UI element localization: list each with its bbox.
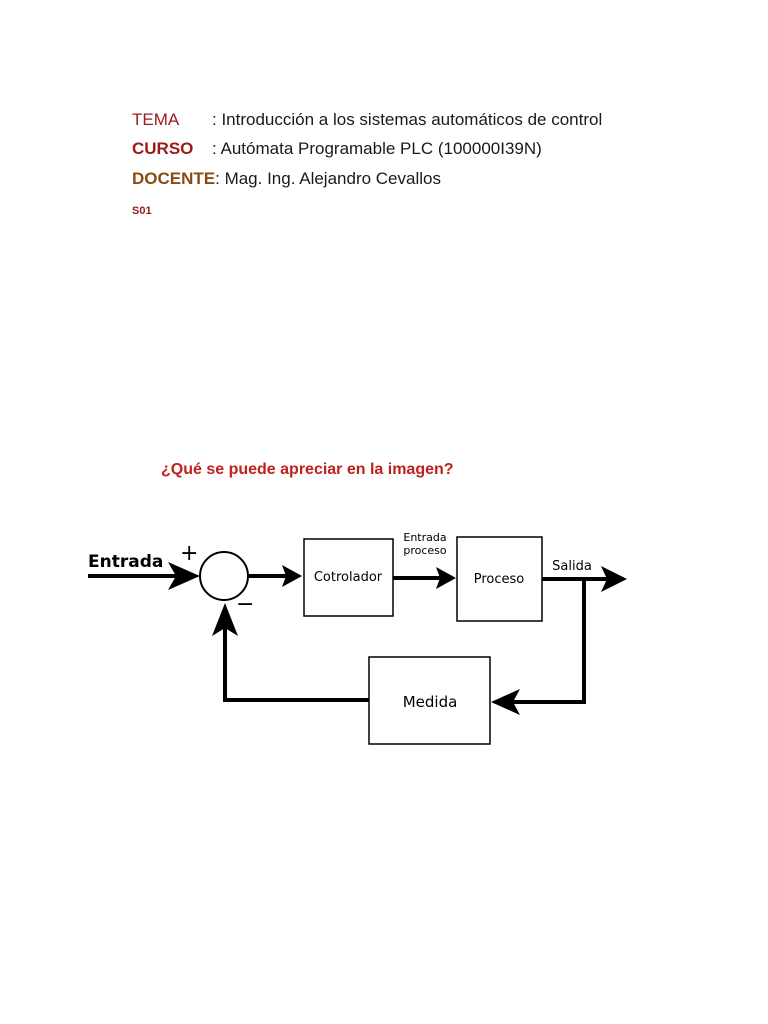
tema-value: : Introducción a los sistemas automático… <box>212 110 603 129</box>
process-block <box>456 536 543 622</box>
output-arrow <box>542 566 627 592</box>
feedback-path <box>491 579 586 715</box>
tema-label: TEMA <box>132 110 180 129</box>
curso-value: : Autómata Programable PLC (100000I39N) <box>212 139 542 158</box>
measurement-block <box>368 656 491 745</box>
curso-row: CURSO : Autómata Programable PLC (100000I… <box>132 139 542 159</box>
process-input-label-line1: Entrada <box>403 531 446 544</box>
docente-label: DOCENTE <box>132 169 216 188</box>
measurement-label: Medida <box>403 693 458 711</box>
process-input-label-line2: proceso <box>403 544 447 557</box>
output-label: Salida <box>552 559 592 574</box>
tema-row: TEMA : Introducción a los sistemas automá… <box>132 110 602 130</box>
junction-to-controller-arrow <box>248 565 302 587</box>
process-label: Proceso <box>474 572 525 587</box>
input-label: Entrada <box>88 552 163 572</box>
docente-row: DOCENTE: Mag. Ing. Alejandro Cevallos <box>132 169 441 189</box>
input-arrow <box>88 562 200 590</box>
curso-label: CURSO <box>132 139 194 158</box>
session-code: S01 <box>132 205 152 217</box>
docente-value: : Mag. Ing. Alejandro Cevallos <box>215 169 441 188</box>
plus-sign: + <box>180 541 198 566</box>
controller-label: Cotrolador <box>314 570 383 585</box>
question-heading: ¿Qué se puede apreciar en la imagen? <box>161 461 454 478</box>
measurement-to-junction-arrow <box>212 603 369 702</box>
controller-to-process-arrow <box>393 567 456 589</box>
minus-sign: − <box>236 592 254 617</box>
